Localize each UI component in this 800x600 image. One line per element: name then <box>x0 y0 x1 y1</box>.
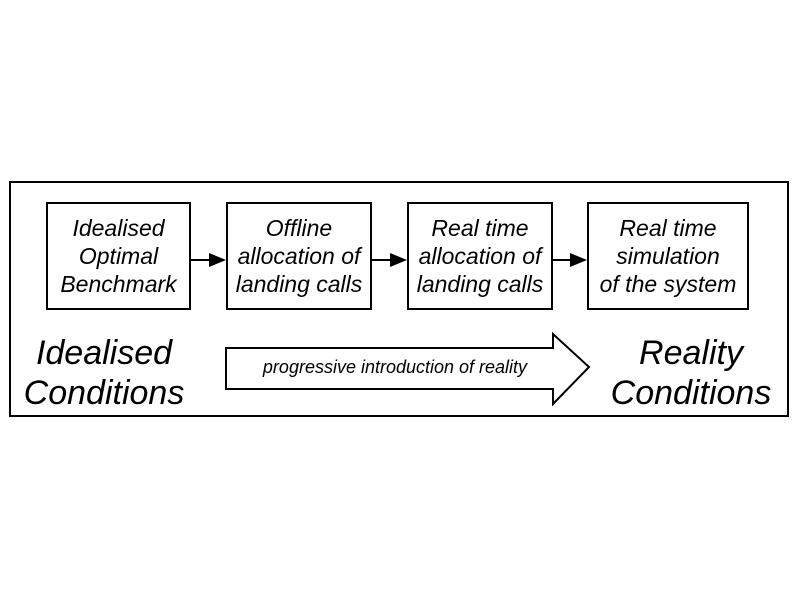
connector-arrow-3-4 <box>553 253 587 267</box>
stage-offline-allocation: Offline allocation of landing calls <box>226 202 372 310</box>
stage-line: allocation of <box>418 243 542 269</box>
stage-line: landing calls <box>235 271 363 297</box>
progress-arrow-shape <box>225 331 591 407</box>
stage-line: Benchmark <box>60 271 177 297</box>
stage-real-time-simulation: Real time simulation of the system <box>587 202 749 310</box>
reality-conditions-label: Reality Conditions <box>598 333 784 413</box>
stage-line: simulation <box>616 243 720 269</box>
stage-line: of the system <box>599 271 737 297</box>
stage-line: allocation of <box>237 243 361 269</box>
condition-line: Conditions <box>610 374 772 412</box>
stage-line: Optimal <box>78 243 159 269</box>
condition-line: Idealised <box>35 334 173 372</box>
stage-line: landing calls <box>416 271 544 297</box>
stage-line: Real time <box>431 215 529 241</box>
stage-line: Offline <box>265 215 333 241</box>
stage-line: Idealised <box>72 215 165 241</box>
stage-real-time-allocation: Real time allocation of landing calls <box>407 202 553 310</box>
condition-line: Reality <box>639 334 743 372</box>
stage-idealised-optimal-benchmark: Idealised Optimal Benchmark <box>46 202 191 310</box>
diagram-frame <box>9 181 789 417</box>
progress-arrow-label: progressive introduction of reality <box>262 357 528 377</box>
condition-line: Conditions <box>23 374 185 412</box>
connector-arrow-1-2 <box>191 253 226 267</box>
stage-line: Real time <box>619 215 717 241</box>
connector-arrow-2-3 <box>372 253 407 267</box>
idealised-conditions-label: Idealised Conditions <box>14 333 194 413</box>
